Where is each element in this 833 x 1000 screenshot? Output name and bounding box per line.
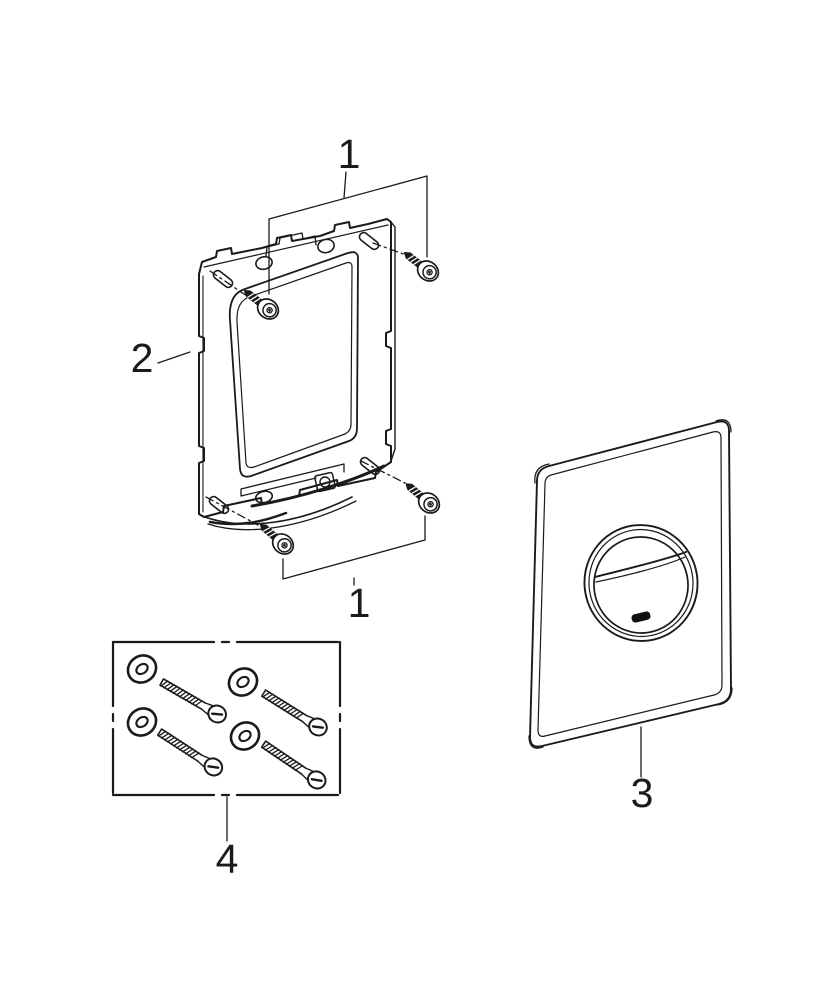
frame-top-edge-inner xyxy=(203,224,389,268)
frame-outline xyxy=(198,218,392,518)
frame-bottom-lip xyxy=(201,496,353,525)
frame-slot-bottom-left xyxy=(208,495,230,515)
frame-bottom-lip-inner xyxy=(207,500,357,531)
callout-4: 4 xyxy=(216,836,239,882)
frame-bottom-channel xyxy=(240,463,345,497)
callout-1-bottom: 1 xyxy=(348,580,371,626)
frame-slot-top-right xyxy=(358,231,380,251)
plate-bevel xyxy=(537,431,723,737)
washer-4 xyxy=(224,715,266,757)
callout-leader-lines xyxy=(157,171,642,842)
button-ring-middle xyxy=(588,528,694,638)
frame-hole-top-right xyxy=(317,238,335,254)
button-divider-lower xyxy=(595,556,686,583)
button-ring-outer xyxy=(583,524,699,642)
mounting-frame-drawing xyxy=(198,218,396,531)
plate-outline xyxy=(529,420,732,748)
frame-opening-inner xyxy=(236,261,353,469)
projection-lines xyxy=(205,242,410,526)
frame-opening-outer xyxy=(228,251,359,478)
plate-corner-cap-tl xyxy=(534,463,550,484)
frame-bottom-shadow-left xyxy=(208,511,288,526)
button-divider-upper xyxy=(594,551,687,578)
frame-edge-thickness xyxy=(390,221,396,462)
long-screw-2 xyxy=(258,684,332,740)
long-screw-3 xyxy=(153,723,227,781)
plate-corner-cap-tr xyxy=(715,419,732,433)
long-screw-1 xyxy=(156,673,231,727)
frame-hole-top-left xyxy=(255,255,273,271)
hardware-box-border xyxy=(111,640,342,797)
button-face[interactable] xyxy=(587,530,695,640)
grohe-logo-mark xyxy=(631,611,651,623)
washer-2 xyxy=(222,661,264,703)
fixing-screw-bottom-right xyxy=(399,475,445,519)
hardware-box xyxy=(111,640,342,797)
callout-2: 2 xyxy=(131,335,154,381)
flush-plate-drawing xyxy=(528,419,733,749)
fixing-screw-top-right xyxy=(397,244,444,286)
frame-square-cutout xyxy=(314,471,336,493)
callout-1-top: 1 xyxy=(338,131,361,177)
frame-slot-bottom-right xyxy=(359,456,381,476)
washer-3 xyxy=(121,701,163,743)
frame-bottom-shadow-right xyxy=(250,464,386,508)
long-screw-4 xyxy=(257,736,331,794)
callout-3: 3 xyxy=(631,770,654,816)
washer-1 xyxy=(121,648,163,690)
